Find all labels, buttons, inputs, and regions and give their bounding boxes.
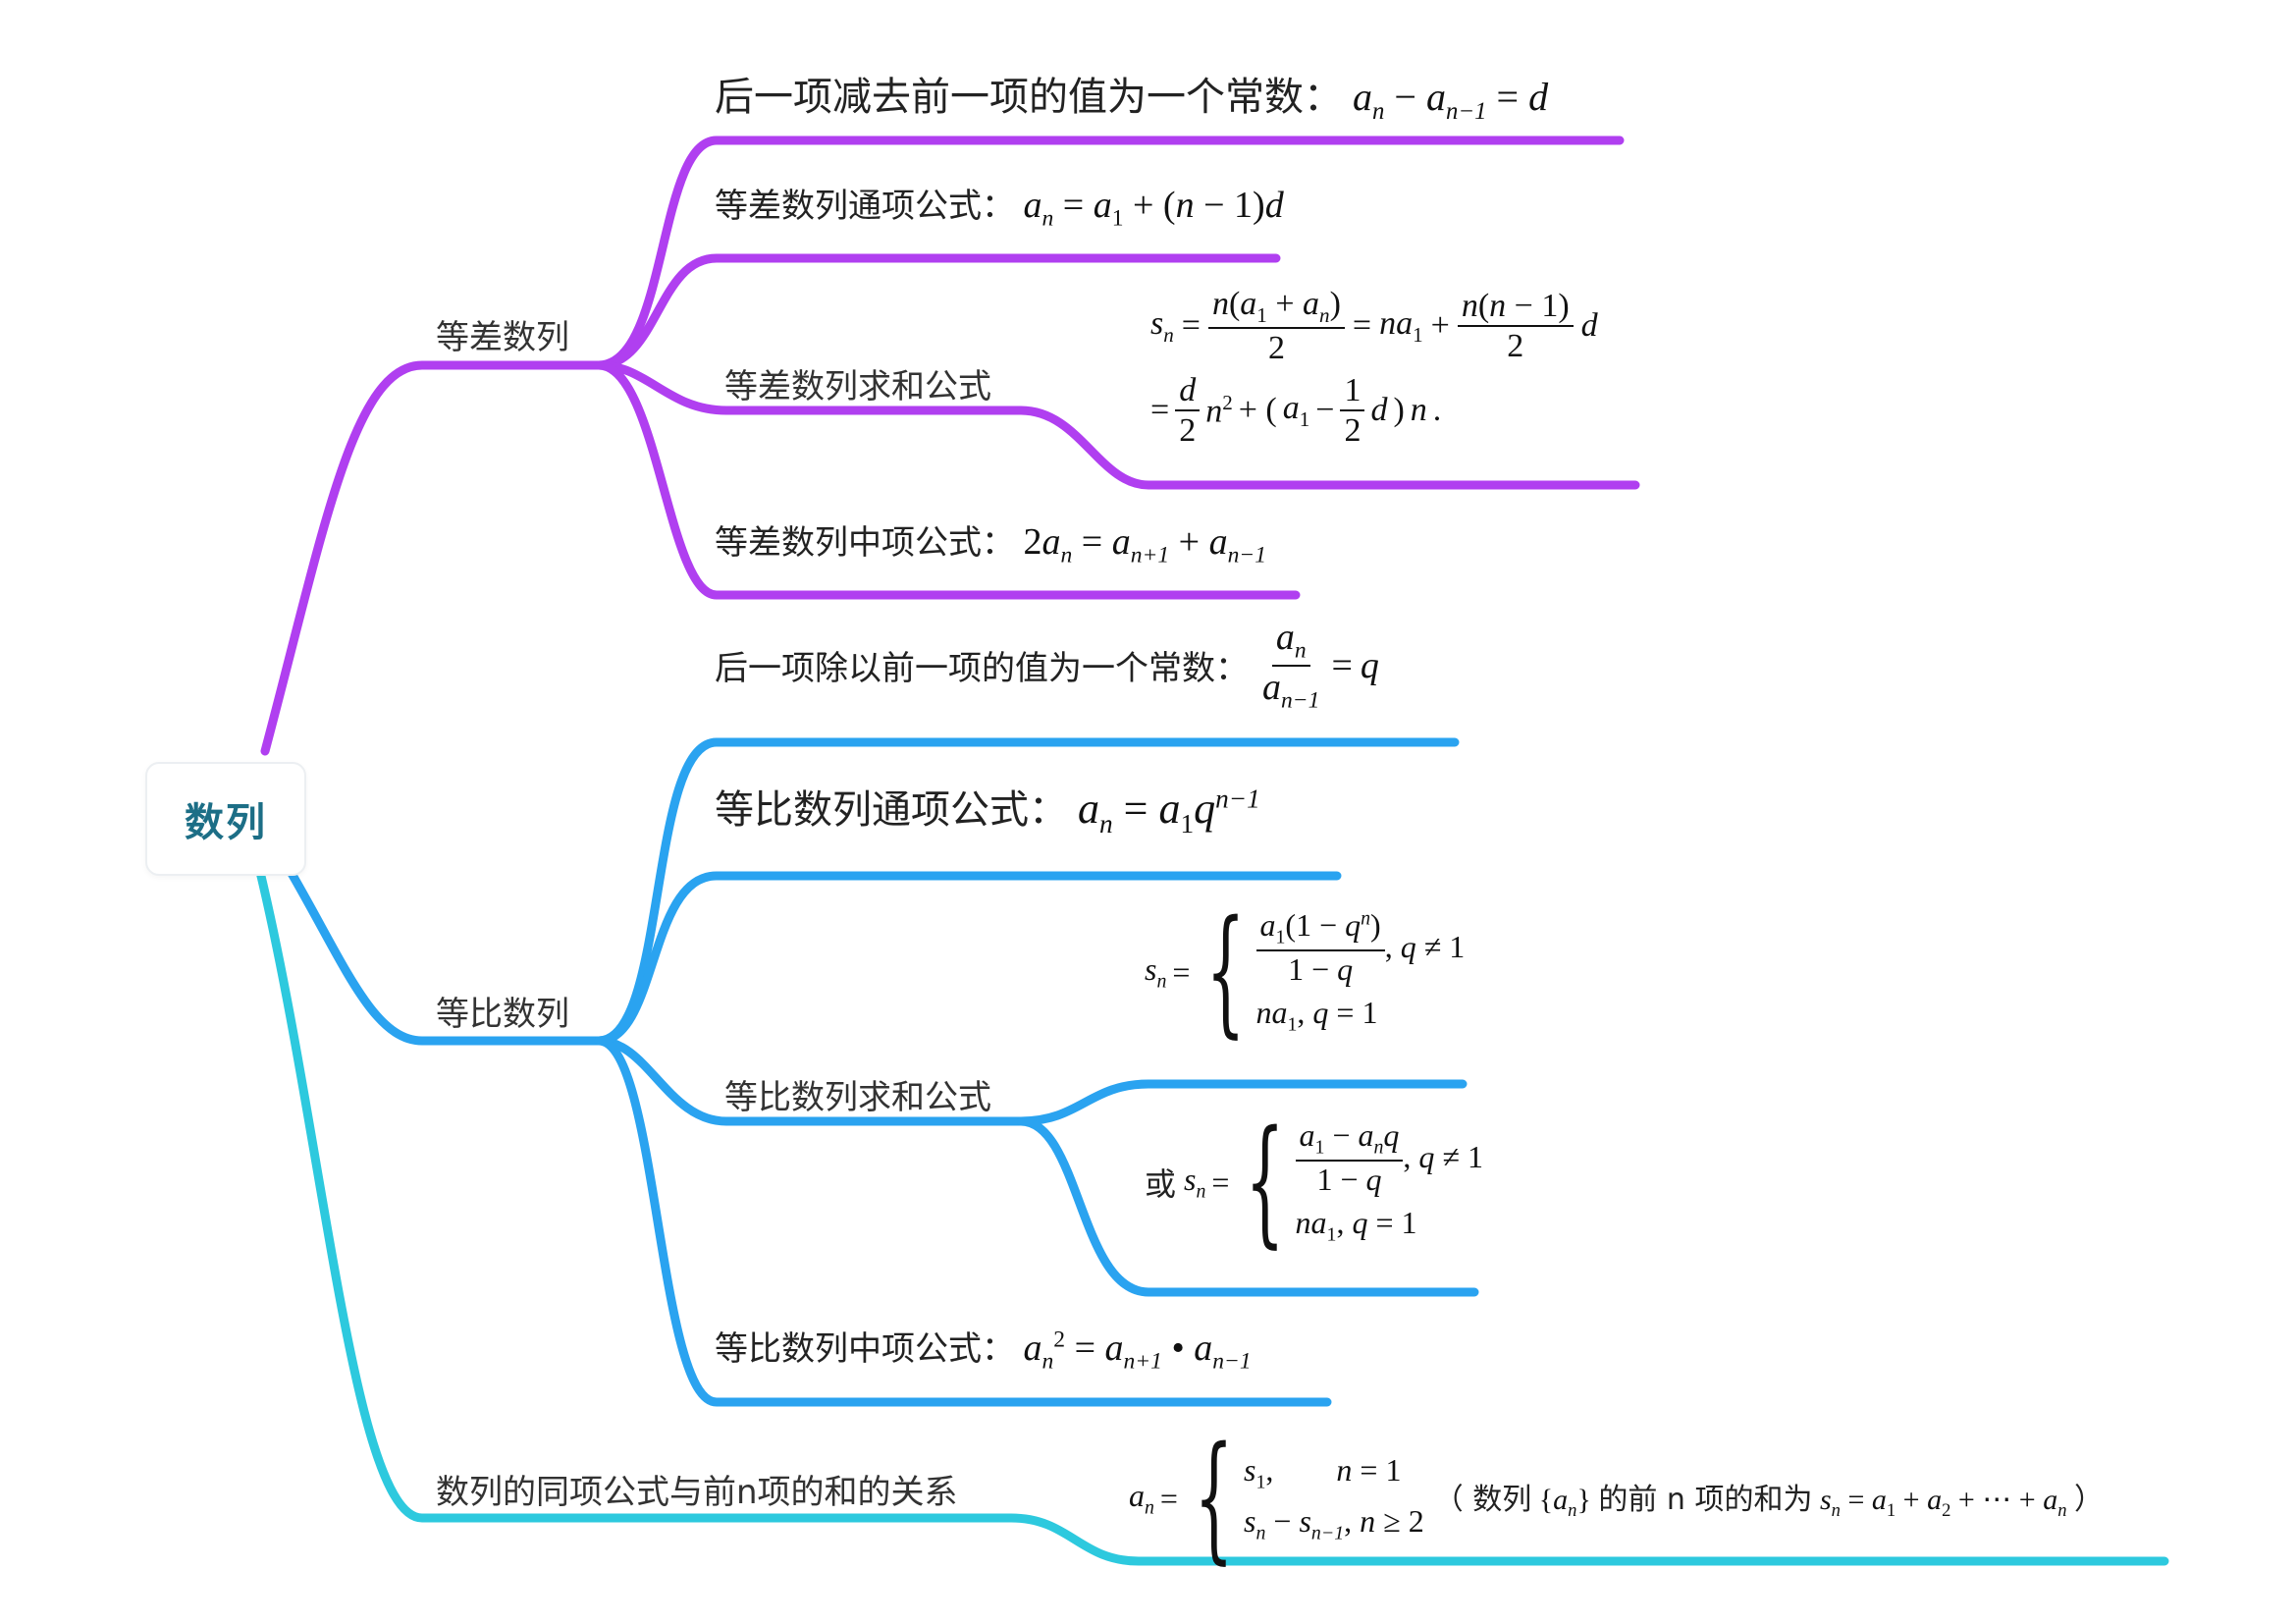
geo-to-general-connector — [594, 871, 1342, 1046]
arith-mid-node[interactable]: 等差数列中项公式： 2an = an+1 + an−1 — [715, 515, 1266, 569]
relation-note: （ 数列 {an} 的前 n 项的和为 sn = a1 + a2 + ⋯ + a… — [1433, 1483, 2105, 1521]
arith-mid-formula: 2an = an+1 + an−1 — [1023, 521, 1267, 568]
geo-mid-node[interactable]: 等比数列中项公式： an2 = an+1 • an−1 — [715, 1322, 1252, 1376]
geo-sum-formula-1: sn= { a1(1 − qn)1 − q , q ≠ 1 na1, q = 1 — [1145, 892, 1466, 1052]
root-label: 数列 — [185, 800, 267, 845]
relation-formula-node[interactable]: an= { s1,n = 1 sn − sn−1, n ≥ 2 （ 数列 {an… — [1129, 1418, 2105, 1578]
relation-branch-label[interactable]: 数列的同项公式与前n项的和的关系 — [436, 1473, 958, 1512]
geo-general-text: 等比数列通项公式： — [715, 787, 1068, 832]
root-to-arith-connector — [260, 360, 604, 756]
arith-general-formula: an = a1 + (n − 1)d — [1023, 185, 1284, 232]
arith-general-node[interactable]: 等差数列通项公式： an = a1 + (n − 1)d — [715, 179, 1284, 233]
root-node[interactable]: 数列 — [145, 762, 306, 876]
geo-or-text: 或 — [1145, 1165, 1177, 1203]
geo-mid-text: 等比数列中项公式： — [715, 1331, 1015, 1368]
geo-general-formula: an = a1qn−1 — [1078, 784, 1260, 839]
geo-sum-to-formula1-connector — [1016, 1079, 1468, 1126]
root-to-relation-connector — [255, 867, 2169, 1566]
arith-def-node[interactable]: 后一项减去前一项的值为一个常数： an − an−1 = d — [715, 65, 1548, 126]
arith-sum-label[interactable]: 等差数列求和公式 — [724, 367, 991, 406]
root-to-geo-connector — [285, 865, 604, 1046]
geo-def-text: 后一项除以前一项的值为一个常数： — [715, 651, 1249, 688]
arith-to-sum-connector — [594, 360, 1640, 490]
geo-sum-label[interactable]: 等比数列求和公式 — [724, 1078, 991, 1117]
arith-general-text: 等差数列通项公式： — [715, 189, 1015, 225]
arith-to-general-connector — [594, 253, 1281, 370]
arith-def-formula: an − an−1 = d — [1353, 75, 1549, 125]
arith-to-mid-connector — [594, 360, 1301, 600]
geo-to-mid-connector — [594, 1036, 1332, 1407]
geo-branch-label[interactable]: 等比数列 — [436, 995, 569, 1034]
geo-to-sum-connector — [594, 1036, 1026, 1126]
arith-def-text: 后一项减去前一项的值为一个常数： — [715, 75, 1343, 119]
geo-general-node[interactable]: 等比数列通项公式： an = a1qn−1 — [715, 778, 1260, 839]
arith-mid-text: 等差数列中项公式： — [715, 525, 1015, 562]
geo-sum-to-formula2-connector — [1016, 1116, 1479, 1297]
arith-branch-label[interactable]: 等差数列 — [436, 318, 569, 357]
geo-mid-formula: an2 = an+1 • an−1 — [1023, 1326, 1252, 1375]
